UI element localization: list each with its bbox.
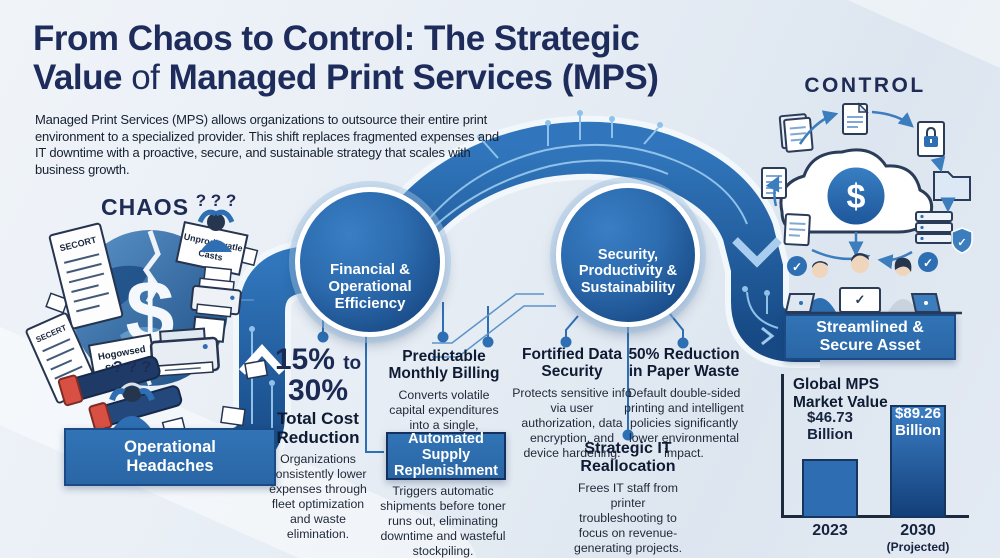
control-label: CONTROL (804, 74, 926, 97)
document-icon (842, 102, 869, 135)
stat-value: 15% to (274, 343, 362, 376)
workers-illustration: ✓ ✓ ✓ (784, 252, 962, 315)
streamlined-box-label: Streamlined & Secure Asset (816, 318, 924, 354)
title-line-2: Value of Managed Print Services (MPS) (33, 57, 659, 97)
title-line-1: From Chaos to Control: The Strategic (33, 19, 640, 58)
svg-text:? ? ?: ? ? ? (113, 359, 151, 376)
flow-arrow-down-icon (732, 237, 782, 268)
security-body: Protects sensitive info via user authori… (512, 385, 632, 460)
svg-text:✓: ✓ (923, 256, 933, 270)
dollar-badge-icon (824, 164, 888, 228)
stage2-circle (556, 183, 700, 327)
intro-paragraph: Managed Print Services (MPS) allows orga… (35, 112, 499, 177)
flow-arrow-right-icon (761, 326, 775, 346)
chart-x-axis (781, 515, 969, 518)
printer-icon (190, 265, 242, 318)
operational-headaches-label: Operational Headaches (124, 438, 216, 475)
bar-2023-value: $46.73 Billion (807, 409, 853, 443)
document-stack-icon (778, 113, 814, 153)
chart-y-axis (781, 374, 784, 517)
market-value-chart: Global MPS Market Value $46.73 Billion $… (775, 370, 997, 558)
svg-text:✓: ✓ (957, 237, 966, 249)
supply-body: Triggers automatic shipments before tone… (380, 484, 506, 558)
stage1-circle (295, 187, 445, 337)
it-reallocation-body: Frees IT staff from printer troubleshoot… (574, 480, 683, 555)
folder-icon (933, 171, 971, 201)
operational-headaches-box: Operational Headaches (64, 428, 276, 486)
bar-2030 (890, 405, 946, 518)
it-reallocation-title: Strategic IT Reallocation (580, 440, 676, 475)
chaos-illustration: $ SECORT SECERT Unprodisvatle Casts (25, 191, 269, 439)
supply-box-label: Automated Supply Replenishment (394, 431, 498, 479)
flow-pipe-stage1-to-control (374, 110, 820, 368)
svg-text:✓: ✓ (792, 260, 802, 274)
stressed-person-icon: ? ? ? (196, 191, 237, 252)
supply-box: Automated Supply Replenishment (386, 431, 506, 480)
locked-document-icon (917, 121, 945, 157)
bar-2030-value: $89.26 Billion (895, 405, 941, 439)
check-circle-icon (918, 252, 938, 272)
cost-reduction-column: 15% to 30% Total Cost Reduction Organiza… (262, 344, 374, 542)
receipt-icon: SECORT (48, 222, 124, 330)
connector-stems (317, 300, 869, 453)
cost-reduction-title: Total Cost Reduction (276, 409, 360, 448)
paper-waste-body: Default double-sided printing and intell… (624, 385, 744, 460)
server-icon: ✓ (915, 211, 973, 254)
document-icon (783, 213, 811, 247)
svg-text:? ? ?: ? ? ? (196, 191, 237, 210)
chart-title: Global MPS Market Value (793, 376, 888, 411)
streamlined-box: Streamlined & Secure Asset (784, 314, 956, 360)
circuit-traces (240, 293, 556, 358)
stressed-person-icon: ? ? ? (109, 359, 155, 430)
x-label-2023: 2023 (812, 522, 848, 539)
security-title: Fortified Data Security (522, 346, 622, 381)
security-column: Fortified Data Security Protects sensiti… (512, 346, 632, 461)
paper-waste-column: 50% Reduction in Paper Waste Default dou… (624, 346, 744, 461)
bar-2023 (802, 459, 858, 518)
control-illustration: $ (761, 102, 973, 315)
shield-check-icon (951, 227, 973, 254)
person-at-laptop-icon (784, 261, 836, 313)
page-title: From Chaos to Control: The Strategic Val… (33, 19, 773, 97)
check-circle-icon (787, 256, 807, 276)
x-label-projected: (Projected) (886, 540, 950, 554)
x-label-2030: 2030 (900, 522, 936, 539)
svg-text:$: $ (847, 178, 866, 216)
cost-reduction-body: Organizations consistently lower expense… (269, 452, 367, 542)
stage1-circle-label: Financial & Operational Efficiency (328, 261, 412, 312)
billing-title: Predictable Monthly Billing (388, 348, 500, 383)
person-at-laptop-icon: ✓ (839, 253, 881, 313)
person-at-laptop-icon (888, 257, 942, 313)
svg-text:✓: ✓ (855, 292, 866, 307)
chaos-label: CHAOS (100, 194, 190, 220)
stat-value: 30% (287, 374, 349, 408)
it-reallocation-column: Strategic IT Reallocation Frees IT staff… (574, 440, 682, 556)
stage2-circle-label: Security, Productivity & Sustainability (578, 247, 678, 296)
paper-waste-title: 50% Reduction in Paper Waste (628, 346, 740, 381)
supply-body-column: Triggers automatic shipments before tone… (368, 484, 518, 558)
